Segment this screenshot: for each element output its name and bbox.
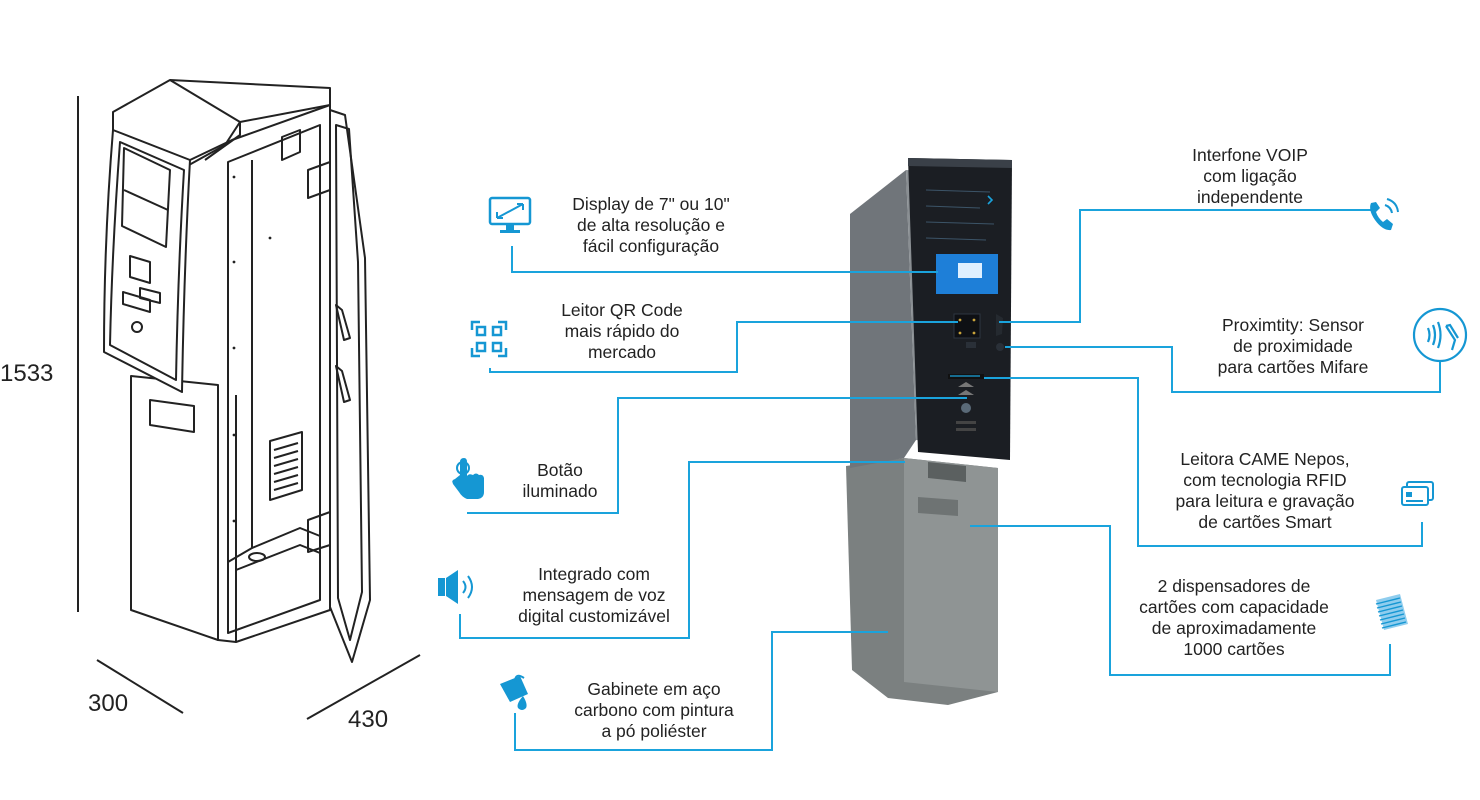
depth-dimension-line: [96, 659, 184, 714]
reader-line-2: com tecnologia RFID: [1183, 470, 1347, 490]
connector-proximity: [1005, 346, 1441, 393]
cabinet-line-2: carbono com pintura: [574, 700, 734, 720]
intercom-line-2: com ligação: [1203, 166, 1297, 186]
display-line-2: de alta resolução e: [577, 215, 725, 235]
kiosk-illuminated-button: [961, 403, 971, 413]
cabinet-line-3: a pó poliéster: [601, 721, 707, 741]
intercom-line-3: independente: [1196, 187, 1304, 207]
intercom-callout: Interfone VOIP com ligação independente: [1150, 145, 1350, 208]
connector-qr: [489, 321, 958, 373]
hand-press-icon: [452, 458, 484, 499]
card-stack-icon: [1375, 594, 1408, 630]
button-callout: Botão iluminado: [510, 460, 610, 502]
monitor-icon: [488, 196, 532, 233]
qr-scan-icon: [470, 320, 508, 358]
connector-intercom: [999, 209, 1374, 323]
technical-drawing: [77, 79, 421, 720]
display-callout: Display de 7" ou 10" de alta resolução e…: [540, 194, 762, 257]
cabinet-callout: Gabinete em aço carbono com pintura a pó…: [554, 679, 754, 742]
voice-callout: Integrado com mensagem de voz digital cu…: [494, 564, 694, 627]
contactless-icon: [1412, 307, 1468, 363]
button-line-2: iluminado: [522, 481, 598, 501]
cabinet-line-1: Gabinete em aço: [587, 679, 721, 699]
kiosk-qr-reader: [953, 313, 981, 339]
kiosk-upper-body: [850, 170, 916, 468]
dispenser-line-1: 2 dispensadores de: [1157, 576, 1311, 596]
display-line-3: fácil configuração: [582, 236, 720, 256]
connector-cabinet: [514, 631, 888, 751]
reader-callout: Leitora CAME Nepos, com tecnologia RFID …: [1152, 449, 1378, 533]
card-reader-icon: [1401, 481, 1434, 506]
kiosk-front-panel: [908, 158, 1012, 460]
proximity-callout: Proximtity: Sensor de proximidade para c…: [1188, 315, 1398, 378]
connector-reader: [984, 377, 1423, 547]
qr-line-2: mais rápido do: [564, 321, 680, 341]
width-dimension-label: 430: [348, 706, 389, 733]
reader-line-3: para leitura e gravação: [1175, 491, 1355, 511]
paint-bucket-icon: [500, 674, 528, 710]
voice-line-1: Integrado com: [538, 564, 650, 584]
phone-icon: [1370, 198, 1399, 231]
voice-line-2: mensagem de voz: [522, 585, 666, 605]
qr-callout: Leitor QR Code mais rápido do mercado: [522, 300, 722, 363]
reader-line-1: Leitora CAME Nepos,: [1180, 449, 1350, 469]
qr-line-3: mercado: [587, 342, 657, 362]
dispenser-line-3: de aproximadamente: [1151, 618, 1317, 638]
qr-line-1: Leitor QR Code: [561, 300, 683, 320]
connector-dispenser: [970, 525, 1391, 676]
reader-line-4: de cartões Smart: [1198, 512, 1332, 532]
dispenser-callout: 2 dispensadores de cartões com capacidad…: [1118, 576, 1350, 660]
voice-line-3: digital customizável: [518, 606, 670, 626]
kiosk-terminal: [846, 158, 1012, 705]
dispenser-line-2: cartões com capacidade: [1139, 597, 1329, 617]
feature-icons: [438, 196, 1468, 710]
button-line-1: Botão: [537, 460, 583, 480]
proximity-line-2: de proximidade: [1233, 336, 1353, 356]
proximity-line-3: para cartões Mifare: [1217, 357, 1369, 377]
dispenser-line-4: 1000 cartões: [1183, 639, 1285, 659]
connector-voice: [459, 461, 905, 639]
height-dimension-label: 1533: [0, 360, 54, 387]
width-dimension-line: [306, 654, 421, 720]
display-line-1: Display de 7" ou 10": [572, 194, 730, 214]
connector-display: [511, 246, 938, 273]
speaker-icon: [438, 570, 473, 604]
depth-dimension-label: 300: [88, 690, 129, 717]
connector-button: [467, 397, 967, 514]
intercom-line-1: Interfone VOIP: [1192, 145, 1308, 165]
callout-connectors: [459, 209, 1441, 751]
proximity-line-1: Proximtity: Sensor: [1222, 315, 1364, 335]
